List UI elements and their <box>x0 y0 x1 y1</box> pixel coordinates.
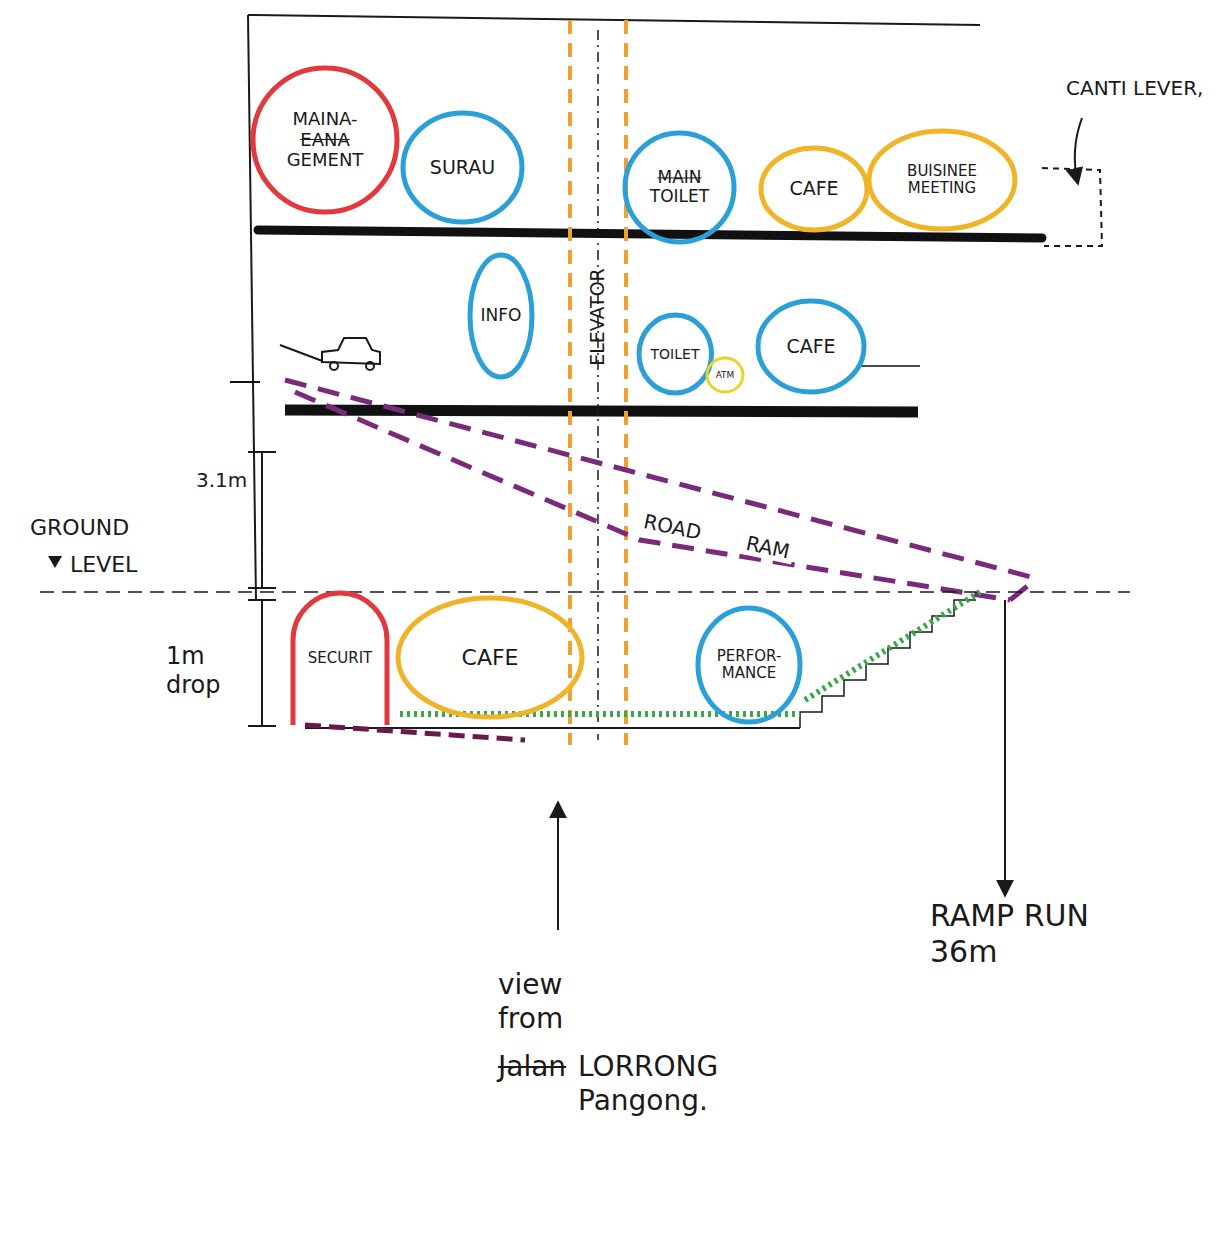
level-text: LEVEL <box>70 552 137 578</box>
cantilever-outline <box>1042 168 1102 246</box>
view-note: view from <box>498 968 588 1035</box>
bubble-text: PERFOR- MANCE <box>716 648 783 683</box>
info-bubble: INFO <box>467 252 535 380</box>
elevator-shaft-line <box>568 20 572 745</box>
callout-text: CANTI LEVER, <box>1066 76 1203 100</box>
toilet-bubble: MAINTOILET <box>622 130 737 245</box>
ramp-continuation <box>305 725 525 740</box>
ramp-run-arrow <box>1004 600 1006 896</box>
bubble-text: BUISINEE MEETING <box>895 163 989 198</box>
sketch-line <box>860 365 920 367</box>
security-bubble: SECURIT <box>290 590 390 728</box>
dimension-text: 3.1m <box>196 468 247 492</box>
bubble-stroke <box>625 133 734 242</box>
bubble-text: INFO <box>481 306 522 326</box>
bubble-text: CAFE <box>462 645 519 670</box>
space-name: SURAU <box>430 157 495 179</box>
ramp-note: RAMP RUN 36m <box>930 898 1120 970</box>
elevator-centerline <box>597 30 599 740</box>
space-name: MAINA- <box>287 109 364 130</box>
struck-text: EANA <box>287 130 364 151</box>
struck-text: Jalan <box>498 1050 566 1084</box>
space-name: PERFOR- MANCE <box>716 648 783 683</box>
bubble-text: SECURIT <box>308 650 372 667</box>
dimension-text: 1m drop <box>166 642 246 700</box>
bubble-stroke <box>758 301 864 392</box>
space-name: CAFE <box>789 178 838 200</box>
space-name: ATM <box>716 370 735 380</box>
space-name: INFO <box>481 306 522 326</box>
meeting-bubble: BUISINEE MEETING <box>866 128 1018 232</box>
bubble-text: MAINA-EANAGEMENT <box>287 109 364 171</box>
surau-bubble: SURAU <box>400 110 525 225</box>
space-name: CAFE <box>462 645 519 670</box>
cafe-bubble: CAFE <box>755 298 867 395</box>
road-ramp <box>285 380 1035 600</box>
view-arrow <box>557 802 559 930</box>
space-name: SECURIT <box>308 650 372 667</box>
bubble-stroke <box>470 255 532 377</box>
bubble-stroke <box>398 598 582 717</box>
level-mark <box>230 381 260 383</box>
ground-level-line <box>40 591 1130 593</box>
landscape-grass <box>400 592 980 714</box>
bubble-stroke <box>639 315 712 393</box>
bubble-stroke <box>698 608 800 722</box>
roof-line <box>248 15 980 25</box>
bubble-stroke <box>403 113 522 222</box>
space-name: CAFE <box>786 336 835 358</box>
cafe-bubble: CAFE <box>395 595 585 720</box>
performance-bubble: PERFOR- MANCE <box>695 605 803 725</box>
bubble-stroke <box>293 593 387 725</box>
bubble-text: MAINTOILET <box>650 168 709 207</box>
elevator-shaft-line <box>624 20 628 745</box>
bubble-text: CAFE <box>789 178 838 200</box>
space-name: GEMENT <box>287 150 364 171</box>
bubble-text: ELEVATOR <box>587 268 609 366</box>
dimension-lines <box>248 452 276 726</box>
first-slab <box>285 410 918 412</box>
car-sketch <box>280 338 380 370</box>
space-name: ELEVATOR <box>587 268 609 366</box>
ramp-label: ROAD RAM <box>638 508 796 564</box>
bubble-text: SURAU <box>430 157 495 179</box>
level-text: GROUND <box>30 515 129 541</box>
management-bubble: MAINA-EANAGEMENT <box>250 65 400 215</box>
bubble-text: CAFE <box>786 336 835 358</box>
bubble-text: TOILET <box>651 346 700 362</box>
elevator-core: ELEVATOR <box>576 232 620 402</box>
view-note: LORRONG Pangong. <box>578 1050 728 1117</box>
toilet-bubble: TOILET <box>636 312 715 396</box>
stairs <box>800 600 976 728</box>
space-name: TOILET <box>650 188 709 208</box>
leader-arrow <box>1075 118 1082 184</box>
bubble-stroke <box>253 68 397 212</box>
cafe-bubble: CAFE <box>758 145 870 233</box>
left-wall <box>248 15 256 600</box>
bubble-stroke <box>761 148 867 230</box>
atm-bubble: ATM <box>704 355 746 395</box>
struck-text: MAIN <box>650 168 709 188</box>
level-symbol <box>48 556 62 568</box>
space-name: TOILET <box>651 346 700 362</box>
bubble-stroke <box>707 358 743 392</box>
bubble-stroke <box>869 131 1015 229</box>
bubble-text: ATM <box>716 370 735 380</box>
space-name: BUISINEE MEETING <box>895 163 989 198</box>
